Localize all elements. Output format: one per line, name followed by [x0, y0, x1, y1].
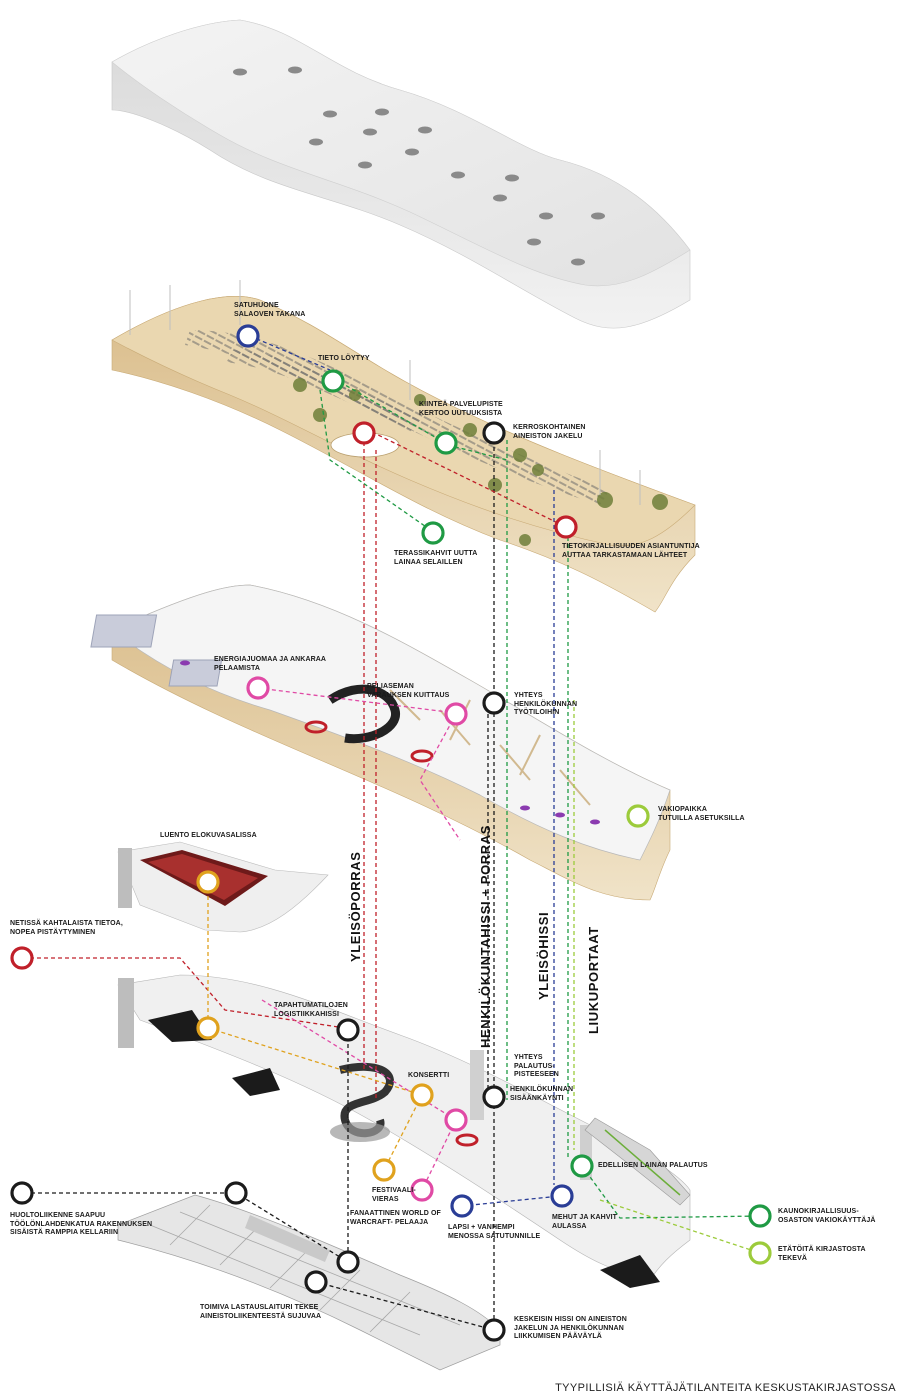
cinema-hall [117, 841, 329, 933]
marker-terassikahvit [421, 521, 445, 545]
marker-edellisen [570, 1154, 594, 1178]
marker-netissa [10, 946, 34, 970]
marker-kiintea [352, 421, 376, 445]
marker-yhteys-palautus [482, 1085, 506, 1109]
marker-kiintea-green [434, 431, 458, 455]
marker-toimiva [304, 1270, 328, 1294]
label-liukuportaat: LIUKUPORTAAT [586, 926, 601, 1034]
roof-skylights [233, 66, 605, 266]
marker-etatoita [748, 1241, 772, 1265]
marker-festivaali [372, 1158, 396, 1182]
label-edellisen: EDELLISEN LAINAN PALAUTUS [598, 1162, 708, 1169]
label-kaunokirjallisuus: KAUNOKIRJALLISUUS-OSASTON VAKIOKÄYTTÄJÄ [778, 1208, 876, 1224]
ground-floor-slab [117, 974, 691, 1288]
marker-logistiikkahissi [336, 1018, 360, 1042]
marker-energiajuomaa [246, 676, 270, 700]
roof-slab [111, 19, 691, 329]
user-scenario-markers [10, 324, 772, 1342]
marker-keskeisin [482, 1318, 506, 1342]
marker-yhteys-henkilokunnan [482, 691, 506, 715]
marker-basement-1 [336, 1250, 360, 1274]
label-konsertti: KONSERTTI [408, 1072, 450, 1079]
label-festivaali: FESTIVAALI-VIERAS [372, 1187, 416, 1203]
label-henkilokuntahissi: HENKILÖKUNTAHISSI + PORRAS [478, 824, 493, 1048]
marker-peliaseman [444, 702, 468, 726]
marker-tieto-loytyy [321, 369, 345, 393]
marker-huoltoliikenne [10, 1181, 34, 1205]
marker-luento [196, 870, 220, 894]
label-luento: LUENTO ELOKUVASALISSA [160, 832, 257, 839]
marker-satuhuone [236, 324, 260, 348]
marker-konsertti [410, 1083, 434, 1107]
label-tieto-loytyy: TIETO LÖYTYY [318, 355, 370, 362]
top-floor-slab [111, 280, 696, 613]
marker-tapahtumatilojen [196, 1016, 220, 1040]
label-yleisoporras: YLEISÖPORRAS [348, 851, 363, 963]
marker-kaunokirjallisuus [748, 1204, 772, 1228]
label-netissa: NETISSÄ KAHTALAISTA TIETOA,NOPEA PISTÄYT… [10, 920, 123, 936]
marker-huolto-basement [224, 1181, 248, 1205]
label-yleisohissi: YLEISÖHISSI [536, 911, 551, 1000]
marker-lapsi [450, 1194, 474, 1218]
marker-vakiopaikka [626, 804, 650, 828]
marker-pink-ground [444, 1108, 468, 1132]
marker-fanaattinen [410, 1178, 434, 1202]
marker-kerroskohtainen [482, 421, 506, 445]
diagram-caption: TYYPILLISIÄ KÄYTTÄJÄTILANTEITA KESKUSTAK… [555, 1382, 896, 1394]
marker-tietokirjallisuus [554, 515, 578, 539]
marker-mehut [550, 1184, 574, 1208]
